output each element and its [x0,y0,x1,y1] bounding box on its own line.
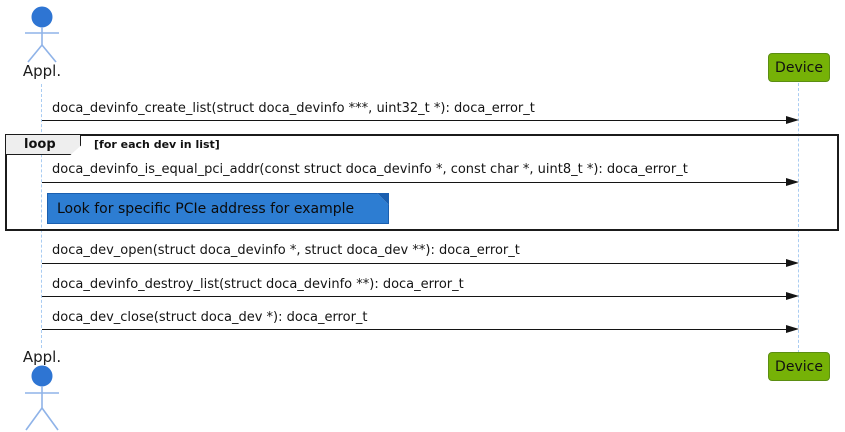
message-3-line [42,263,787,264]
participant-device-bottom[interactable]: Device [768,352,830,381]
message-5-label: doca_dev_close(struct doca_dev *): doca_… [52,310,368,325]
lifeline-appl [41,84,42,348]
loop-fragment-frame [5,134,839,231]
message-4-arrowhead-icon [786,292,799,300]
loop-fragment-guard: [for each dev in list] [94,138,220,151]
participant-device-top[interactable]: Device [768,53,830,82]
message-5-line [42,329,787,330]
note-box: Look for specific PCIe address for examp… [47,193,389,224]
actor-appl-top-label: Appl. [22,62,62,80]
message-2-arrowhead-icon [786,178,799,186]
message-4-label: doca_devinfo_destroy_list(struct doca_de… [52,277,464,292]
message-2-label: doca_devinfo_is_equal_pci_addr(const str… [52,162,688,177]
participant-device-bottom-label: Device [775,358,823,375]
message-3-label: doca_dev_open(struct doca_devinfo *, str… [52,243,520,258]
note-text: Look for specific PCIe address for examp… [57,200,355,217]
note-fold-icon [377,193,389,205]
message-1-arrowhead-icon [786,116,799,124]
loop-operator-text: loop [24,137,56,152]
message-4-line [42,296,787,297]
actor-appl-bottom-label: Appl. [22,348,62,366]
actor-appl-top-icon [25,6,59,63]
participant-device-top-label: Device [775,59,823,76]
loop-fragment-operator: loop [5,134,81,155]
lifeline-device [798,83,799,353]
message-5-arrowhead-icon [786,325,799,333]
message-3-arrowhead-icon [786,259,799,267]
message-2-line [42,182,787,183]
message-1-label: doca_devinfo_create_list(struct doca_dev… [52,101,535,116]
actor-appl-bottom-icon [25,365,59,431]
message-1-line [42,120,787,121]
